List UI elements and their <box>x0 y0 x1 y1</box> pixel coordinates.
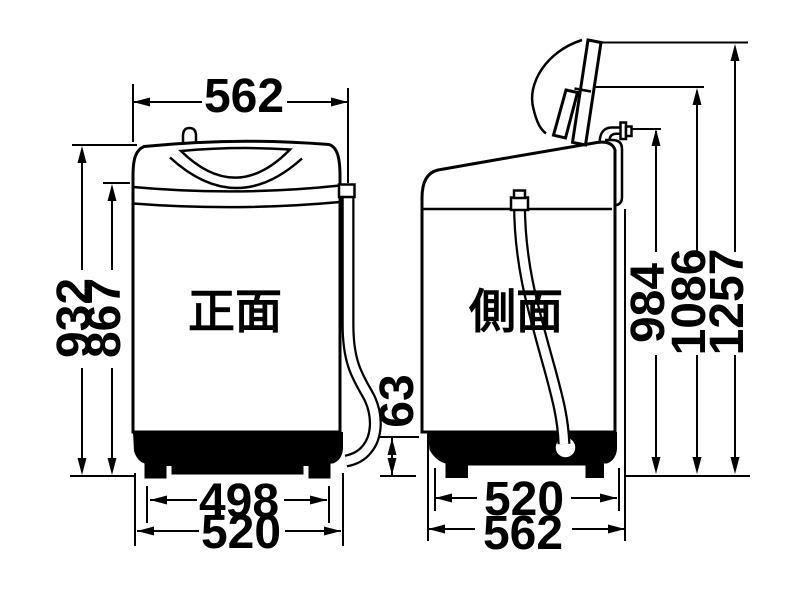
front-view-drawing <box>131 126 382 479</box>
front-body-outline <box>131 139 342 434</box>
lid-window-crescent <box>178 146 293 179</box>
front-base <box>133 432 343 479</box>
dimension-annotations: 562 932 867 498 520 正面 63 984 1086 1257 … <box>48 41 754 560</box>
open-lid-rear-panel <box>570 38 603 147</box>
hose-connector-cap <box>512 189 527 200</box>
back-frame-bracket <box>605 138 624 207</box>
dimension-lines <box>81 48 736 532</box>
dim-fold-height: 1086 <box>663 249 716 356</box>
inlet-tip <box>624 125 633 138</box>
hose-connector <box>509 196 530 212</box>
dim-base-height: 63 <box>371 374 424 427</box>
front-view-label: 正面 <box>188 285 282 338</box>
open-lid-front-panel <box>551 88 580 140</box>
dim-base-width: 520 <box>201 506 281 559</box>
side-view-drawing <box>420 38 633 478</box>
hose-holder <box>337 183 356 199</box>
dim-overall-height: 932 <box>48 278 101 358</box>
internal-hose-body <box>515 203 569 445</box>
side-view-label: 側面 <box>468 285 563 338</box>
dim-faucet-height: 984 <box>622 263 675 343</box>
lid-swing-arc <box>530 38 583 135</box>
lid-fold-crease <box>574 87 592 93</box>
dim-top-width: 562 <box>204 70 284 123</box>
dim-body-height: 867 <box>78 278 131 358</box>
dim-foot-span: 498 <box>199 475 279 528</box>
front-seam-lines <box>132 184 341 209</box>
dim-open-lid-height: 1257 <box>701 249 754 356</box>
water-inlet-elbow <box>598 126 621 143</box>
lid-contour-arc <box>169 156 303 190</box>
side-body-outline <box>420 140 617 434</box>
extension-lines <box>70 41 750 546</box>
side-base <box>428 432 617 478</box>
dim-base-depth: 520 <box>484 473 564 526</box>
drain-hose-body <box>343 190 380 466</box>
dim-overall-depth: 562 <box>483 507 563 560</box>
